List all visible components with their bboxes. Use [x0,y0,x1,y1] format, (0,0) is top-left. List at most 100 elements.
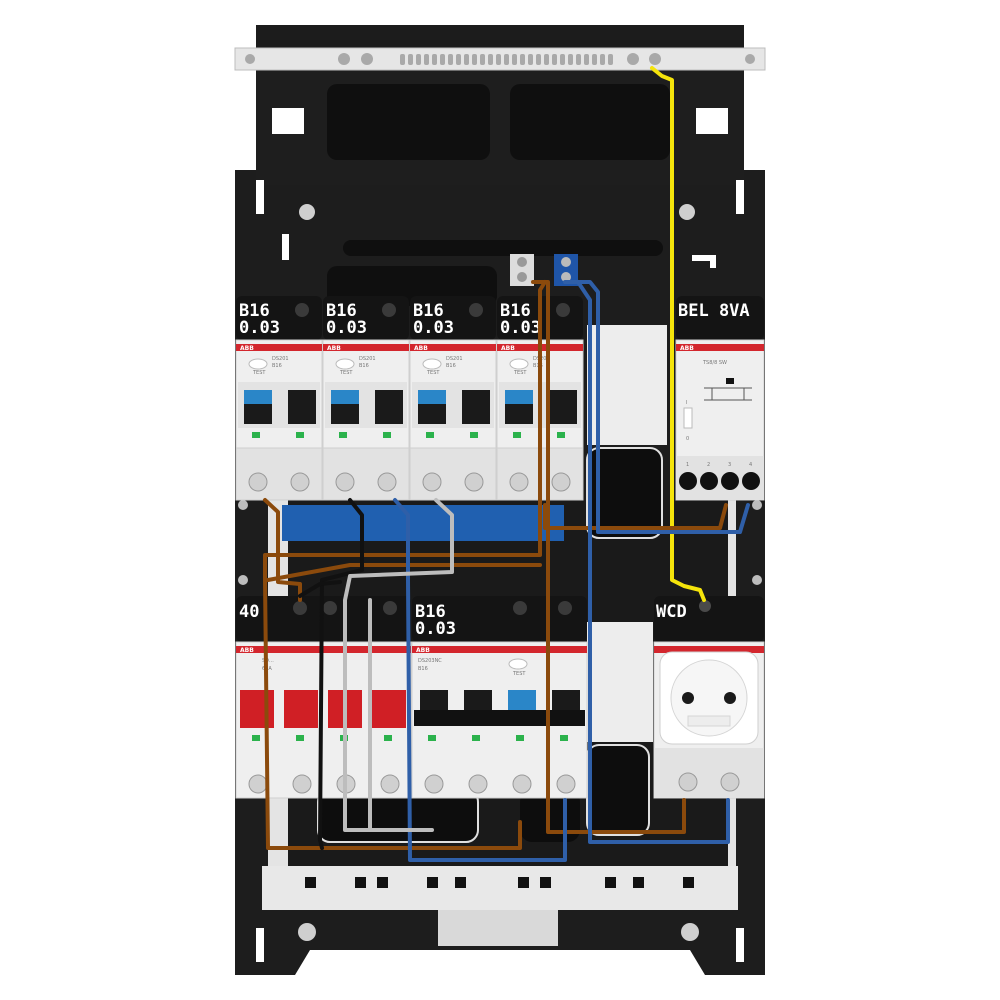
test-label: TEST [513,370,527,376]
socket-outlet: WCD [653,596,765,799]
test-button[interactable] [508,658,528,670]
rcbo-toggle[interactable] [420,690,448,710]
brand-logo: ABB [240,345,254,352]
device-rating: B16 [359,363,369,369]
status-indicator [470,432,478,438]
vent-slot [592,54,597,65]
vent-slot [544,54,549,65]
status-indicator [296,735,304,741]
device-type: DS201 [446,356,463,362]
rcbo-toggle[interactable] [505,390,533,404]
rcbo-label-trip: 0.03 [326,318,367,338]
rcbo-toggle[interactable] [244,390,272,404]
device-type: DS201 [359,356,376,362]
main-switch-toggle[interactable] [240,690,274,728]
test-button[interactable] [509,358,529,370]
test-label: TEST [252,370,266,376]
terminal-screw [551,472,571,492]
vent-slot [560,54,565,65]
transformer-off-mark: 0 [686,436,689,442]
rcbo-label-trip: 0.03 [500,318,541,338]
vent-slot [464,54,469,65]
terminal-screw [424,774,444,794]
terminal-screw [509,472,529,492]
vent-slot [512,54,517,65]
terminal-screw [468,774,488,794]
brand-logo: ABB [240,647,254,654]
vent-slot [528,54,533,65]
device-rating: B16 [446,363,456,369]
transformer-terminal-number: 2 [707,462,710,468]
status-indicator [472,735,480,741]
vent-slot [416,54,421,65]
vent-slot [424,54,429,65]
terminal-screw [512,774,532,794]
rcbo-toggle[interactable] [552,690,580,710]
vent-slot [576,54,581,65]
terminal-screw [679,472,697,490]
vent-slot [504,54,509,65]
status-indicator [339,432,347,438]
rcbo-label-rating: B16 [500,301,531,321]
rcbo-label-trip: 0.03 [239,318,280,338]
rcbo-label-trip: 0.03 [413,318,454,338]
neutral-toggle[interactable] [549,390,577,424]
vent-slot [568,54,573,65]
brand-logo: ABB [501,345,515,352]
status-indicator [252,432,260,438]
socket-label: WCD [656,602,687,622]
rcbo-toggle[interactable] [418,390,446,404]
rcbo-toggle[interactable] [331,390,359,404]
rcbo-label-rating: B16 [239,301,270,321]
terminal-screw [700,472,718,490]
brand-logo: ABB [414,345,428,352]
status-indicator [428,735,436,741]
device-type: SD... [262,658,274,664]
vent-slot [496,54,501,65]
transformer-model: TS8/8 SW [702,360,727,366]
status-indicator [516,735,524,741]
vent-slot [536,54,541,65]
brand-logo: ABB [327,345,341,352]
terminal-screw [380,774,400,794]
device-rating: B16 [272,363,282,369]
vent-slot [552,54,557,65]
transformer-on-mark: I [686,400,687,406]
terminal-screw [290,472,310,492]
neutral-toggle[interactable] [288,390,316,424]
rcbo-toggle[interactable] [464,690,492,710]
transformer-terminal-number: 4 [749,462,752,468]
vent-slot [480,54,485,65]
vent-slot [488,54,493,65]
device-type: DS203NC [418,658,442,664]
test-label: TEST [339,370,353,376]
rcbo-toggle[interactable] [508,690,536,710]
status-indicator [384,735,392,741]
main-switch-toggle[interactable] [284,690,318,728]
terminal-screw [292,774,312,794]
terminal-screw [464,472,484,492]
test-button[interactable] [248,358,268,370]
vent-slot [400,54,405,65]
brand-logo: ABB [680,345,694,352]
vent-slot [472,54,477,65]
neutral-toggle[interactable] [462,390,490,424]
test-label: TEST [512,671,526,677]
vent-slot [408,54,413,65]
vent-slot [520,54,525,65]
status-indicator [557,432,565,438]
terminal-screw [721,472,739,490]
neutral-toggle[interactable] [375,390,403,424]
status-indicator [560,735,568,741]
transformer-terminal-number: 1 [686,462,689,468]
test-button[interactable] [335,358,355,370]
main-switch-toggle[interactable] [372,690,406,728]
transformer-label: BEL 8VA [678,301,750,321]
vent-slot [584,54,589,65]
test-button[interactable] [422,358,442,370]
